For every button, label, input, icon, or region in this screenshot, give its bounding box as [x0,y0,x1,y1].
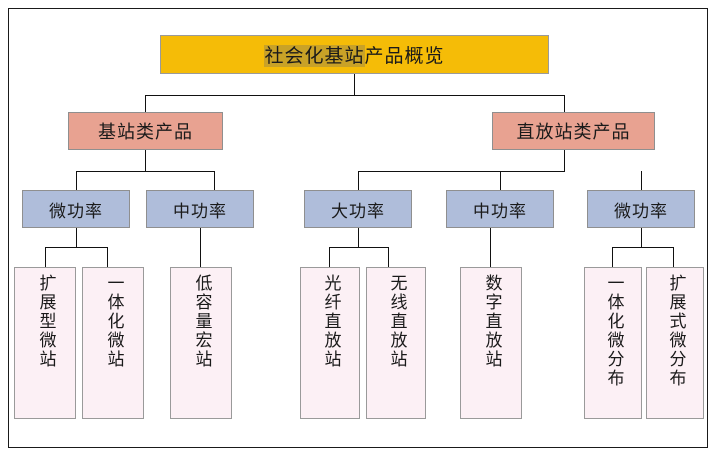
node-label: 数字直放站 [481,274,502,369]
connector-l1right-to-mid [500,171,502,190]
connector-l1right-to-high [358,171,360,190]
node-leaf-low-capacity-macro-station[interactable]: 低容量宏站 [170,267,232,419]
node-leaf-extended-micro-station[interactable]: 扩展型微站 [14,267,76,419]
node-leaf-extended-micro-distribution[interactable]: 扩展式微分布 [646,267,704,419]
connector-l1right-to-micro [641,171,643,190]
connector-l1right-stem [564,150,566,172]
connector-root-stem [354,74,356,96]
node-repeater-products[interactable]: 直放站类产品 [492,112,655,150]
node-label: 扩展型微站 [35,274,56,369]
connector-root-to-l1-left [145,95,147,112]
node-leaf-integrated-micro-distribution[interactable]: 一体化微分布 [584,267,642,419]
connector-root-bar [145,95,565,97]
connector-root-to-l1-right [564,95,566,112]
connector-l2e-stem [641,228,643,248]
node-repeater-micro-power[interactable]: 微功率 [587,190,695,228]
title-highlighted-text: 社会化基站 [264,45,365,67]
node-label: 无线直放站 [386,274,407,369]
connector-l2a-bar [45,247,108,249]
node-title-root[interactable]: 社会化基站产品概览 [160,35,549,74]
node-label: 一体化微站 [103,274,124,369]
connector-l2c-bar [329,247,389,249]
connector-l2c-stem [358,228,360,248]
node-base-medium-power[interactable]: 中功率 [146,190,254,228]
node-label: 一体化微分布 [603,274,624,388]
node-label: 光纤直放站 [320,274,341,369]
connector-l2a-to-leaf1 [45,247,47,267]
connector-l2e-to-leaf2 [673,247,675,267]
connector-l2e-bar [612,247,674,249]
node-label: 扩展式微分布 [665,274,686,388]
node-leaf-wireless-repeater[interactable]: 无线直放站 [366,267,426,419]
connector-l1left-to-mid [214,171,216,190]
page-border [8,8,708,448]
connector-l2c-to-leaf1 [329,247,331,267]
node-label: 中功率 [173,201,227,222]
title-text: 社会化基站产品概览 [264,41,444,68]
title-rest-text: 产品概览 [364,45,445,67]
connector-l1right-bar [358,171,565,173]
node-base-station-products[interactable]: 基站类产品 [68,112,223,150]
node-label: 基站类产品 [98,122,193,143]
node-repeater-high-power[interactable]: 大功率 [304,190,412,228]
connector-l2c-to-leaf2 [388,247,390,267]
node-leaf-fiber-repeater[interactable]: 光纤直放站 [300,267,360,419]
node-base-micro-power[interactable]: 微功率 [22,190,130,228]
node-leaf-digital-repeater[interactable]: 数字直放站 [460,267,522,419]
node-leaf-integrated-micro-station[interactable]: 一体化微站 [82,267,144,419]
node-label: 低容量宏站 [191,274,212,369]
node-label: 微功率 [49,201,103,222]
connector-l2a-stem [76,228,78,248]
connector-l2d-stem [490,228,492,267]
node-repeater-medium-power[interactable]: 中功率 [446,190,554,228]
connector-l1left-stem [145,150,147,172]
connector-l1left-bar [76,171,215,173]
connector-l2b-stem [200,228,202,267]
node-label: 大功率 [331,201,385,222]
node-label: 微功率 [614,201,668,222]
connector-l2e-to-leaf1 [612,247,614,267]
node-label: 直放站类产品 [516,122,631,143]
node-label: 中功率 [473,201,527,222]
connector-l1left-to-micro [76,171,78,190]
connector-l2a-to-leaf2 [107,247,109,267]
